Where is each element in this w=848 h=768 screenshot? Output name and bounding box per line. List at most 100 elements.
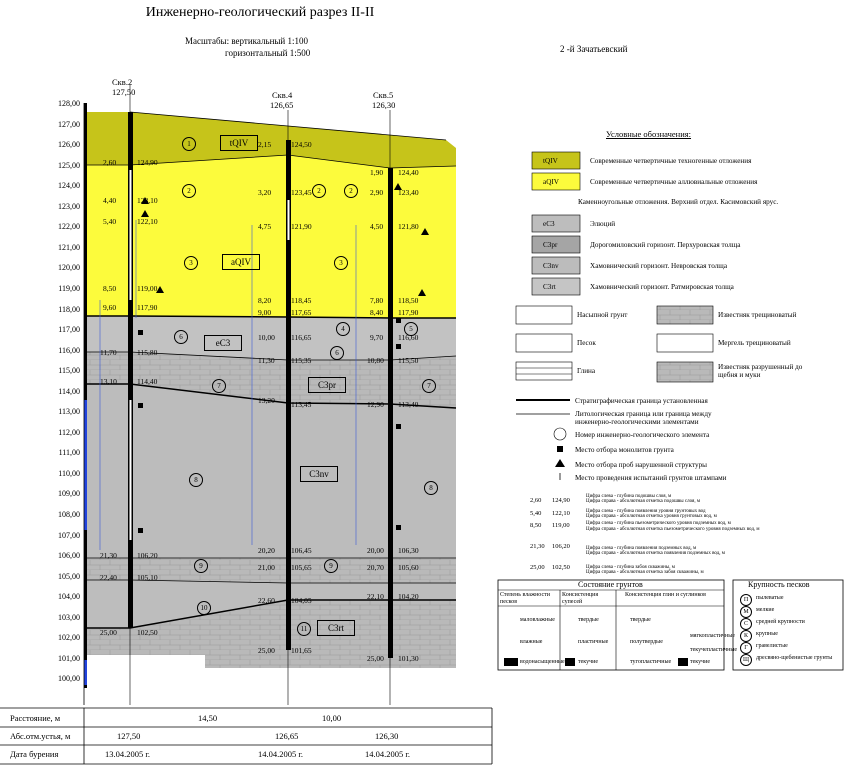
y-tick-label: 100,00 (58, 674, 80, 684)
depth-label: 106,30 (398, 546, 419, 555)
grain-symbol-icon: Г (740, 642, 752, 654)
well-sample-depth: 5,40 (530, 510, 542, 517)
layer-number: 8 (189, 473, 203, 487)
well-note: Цифра справа - абсолютная отметка забоя … (586, 570, 704, 575)
y-tick-label: 104,00 (58, 592, 80, 602)
depth-label: 9,00 (258, 308, 272, 317)
layer-c3nv (84, 384, 456, 558)
layer-number: 2 (312, 184, 326, 198)
y-tick-label: 118,00 (58, 304, 80, 314)
y-tick-label: 113,00 (58, 407, 80, 417)
layer-code-box: C3nv (300, 466, 338, 482)
legend-clay: Глина (577, 367, 596, 375)
borehole-5-name: Скв.5 (373, 90, 394, 100)
depth-label: 123,10 (137, 196, 158, 205)
y-tick-label: 110,00 (58, 468, 80, 478)
depth-label: 5,40 (103, 217, 117, 226)
sl-0: твердые (578, 617, 599, 623)
layer-number: 4 (336, 322, 350, 336)
depth-label: 118,50 (398, 296, 419, 305)
scale-horizontal: горизонтальный 1:500 (225, 48, 311, 58)
depth-label: 102,50 (137, 628, 158, 637)
clay-1: полутвердые (630, 639, 663, 645)
depth-label: 124,90 (137, 158, 158, 167)
date-2: 14.04.2005 г. (258, 749, 304, 759)
well-note: Цифра слева - глубина забоя скважины, м (586, 565, 675, 570)
y-tick-label: 115,00 (58, 366, 80, 376)
y-tick-label: 105,00 (58, 571, 80, 581)
clay-4: текучепластичные (690, 647, 738, 653)
grain-symbol-icon: М (740, 606, 752, 618)
well-note: Цифра слева - глубина появления уровня г… (586, 509, 706, 514)
clay-5: текучие (690, 659, 711, 665)
legend-code-ec3: eC3 (543, 220, 555, 228)
grain-title: Крупность песков (748, 580, 810, 589)
legend-code-alluvial: aQIV (543, 178, 559, 186)
y-tick-label: 125,00 (58, 160, 80, 170)
layer-number: 10 (197, 601, 211, 615)
depth-label: 105,60 (398, 563, 419, 572)
layer-code-box: tQIV (220, 135, 258, 151)
legend-carb-title: Каменноугольные отложения. Верхний отдел… (578, 198, 779, 206)
layer-code-box: C3pr (308, 377, 346, 393)
elev-1: 127,50 (117, 731, 141, 741)
depth-label: 104,20 (398, 592, 419, 601)
depth-label: 2,90 (370, 188, 384, 197)
layer-number: 3 (334, 256, 348, 270)
depth-label: 4,40 (103, 196, 117, 205)
borehole-5-elev: 126,30 (372, 100, 396, 110)
legend-text-c3rt: Хамовнический горизонт. Ратмировская тол… (590, 283, 734, 291)
layer-number: 2 (182, 184, 196, 198)
date-1: 13.04.2005 г. (105, 749, 151, 759)
legend-text-c3pr: Дорогомиловский горизонт. Перхуровская т… (590, 241, 741, 249)
depth-label: 106,20 (137, 551, 158, 560)
grain-symbol-icon: К (740, 630, 752, 642)
depth-label: 22,40 (100, 573, 117, 582)
depth-label: 117,65 (291, 308, 312, 317)
clay-0: твердые (630, 617, 651, 623)
well-sample-elev: 106,20 (552, 543, 570, 550)
row-date: Дата бурения (10, 749, 59, 759)
depth-label: 117,90 (398, 308, 419, 317)
date-3: 14.04.2005 г. (365, 749, 411, 759)
grain-symbol-icon: П (740, 594, 752, 606)
moist-2: водонасыщенные (520, 659, 565, 665)
legend-disturbed: Место отбора проб нарушенной структуры (575, 461, 708, 469)
layer-number: 6 (174, 330, 188, 344)
state-table-title: Состояние грунтов (578, 580, 643, 589)
depth-label: 7,80 (370, 296, 384, 305)
depth-label: 115,80 (137, 348, 158, 357)
depth-label: 114,40 (137, 377, 158, 386)
well-sample-depth: 8,50 (530, 522, 542, 529)
borehole-4-elev: 126,65 (270, 100, 294, 110)
depth-label: 101,30 (398, 654, 419, 663)
y-tick-label: 120,00 (58, 263, 80, 273)
y-tick-label: 121,00 (58, 242, 80, 252)
depth-label: 1,90 (370, 168, 384, 177)
legend-litho-boundary: Литологическая граница или граница между… (575, 410, 712, 426)
borehole-2-elev: 127,50 (112, 87, 136, 97)
y-tick-label: 102,00 (58, 633, 80, 643)
legend-strat-boundary: Стратиграфическая граница установленная (575, 397, 708, 405)
layer-number: 11 (297, 622, 311, 636)
legend-code-c3nv: C3nv (543, 262, 559, 270)
borehole-2-name: Скв.2 (112, 77, 133, 87)
legend-sand: Песок (577, 339, 596, 347)
depth-label: 10,80 (367, 356, 384, 365)
depth-label: 13,10 (100, 377, 117, 386)
layer-techno (84, 112, 456, 168)
borehole-4-name: Скв.4 (272, 90, 293, 100)
layer-number: 1 (182, 137, 196, 151)
depth-label: 2,15 (258, 140, 272, 149)
depth-label: 116,65 (291, 333, 312, 342)
layer-code-box: aQIV (222, 254, 260, 270)
depth-label: 11,30 (258, 356, 275, 365)
depth-label: 101,65 (291, 646, 312, 655)
legend-code-techno: tQIV (543, 157, 558, 165)
well-sample-elev: 122,10 (552, 510, 570, 517)
depth-label: 116,60 (398, 333, 419, 342)
grain-label: дресвяно-щебенистые грунты (756, 655, 833, 661)
layer-number: 7 (212, 379, 226, 393)
depth-label: 113,45 (291, 400, 312, 409)
